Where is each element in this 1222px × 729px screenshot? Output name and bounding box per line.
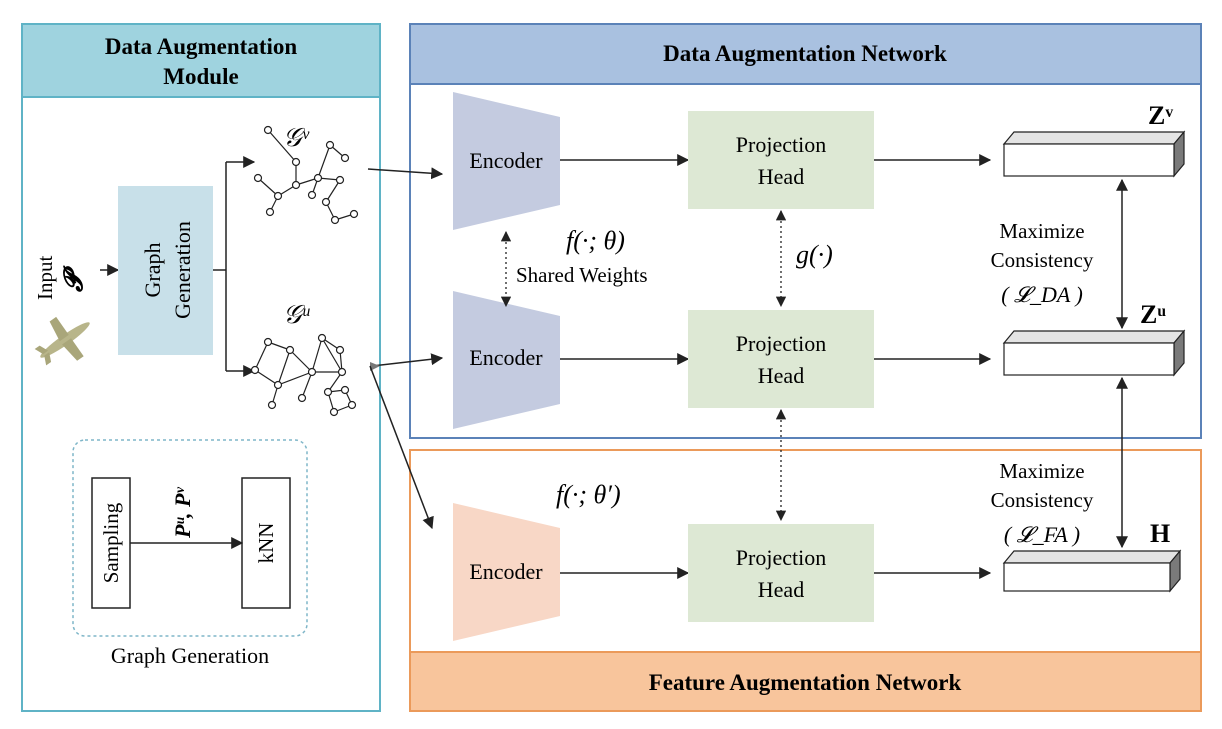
graph-generation-line2: Generation <box>170 221 195 319</box>
f-theta-prime-label: f(·; θ′) <box>556 480 621 509</box>
feature-bar-h <box>1002 549 1182 593</box>
proj-head-mid-line2: Head <box>758 363 804 388</box>
feature-bar-zu <box>1002 329 1186 377</box>
graph-u-start-marker <box>370 362 380 371</box>
subbox-caption: Graph Generation <box>111 643 269 668</box>
module-title-line2: Module <box>163 64 238 89</box>
graph-u-icon <box>250 333 357 417</box>
h-label: H <box>1150 519 1170 548</box>
p-label: Pᵘ, Pᵛ <box>170 487 195 539</box>
consistency-da-label: Consistency <box>991 248 1094 272</box>
encoder-mid-label: Encoder <box>469 345 543 370</box>
graph-v-to-encoder-arrow <box>367 167 444 180</box>
g-label: g(·) <box>796 240 833 269</box>
graph-u-label: 𝒢ᵘ <box>283 300 311 329</box>
graph-u-to-fa-encoder-arrow <box>369 365 434 530</box>
fa-network-title: Feature Augmentation Network <box>649 670 962 695</box>
proj-head-top-line1: Projection <box>736 132 826 157</box>
module-border <box>21 23 381 712</box>
airplane-icon <box>34 316 90 366</box>
loss-da-label: ( 𝓛_DA ) <box>1001 282 1083 307</box>
knn-label: kNN <box>254 523 278 564</box>
graph-u-to-encoder-arrow <box>371 353 444 367</box>
da-network-title-bar <box>409 23 1202 85</box>
zu-label: Zᵘ <box>1140 300 1166 329</box>
graph-generation-box <box>118 186 213 355</box>
proj-head-mid <box>688 310 874 408</box>
graph-generation-subbox <box>72 439 308 637</box>
encoder-top-shape <box>453 92 560 230</box>
loss-fa-label: ( 𝓛_FA ) <box>1004 522 1080 547</box>
proj-head-top-line2: Head <box>758 164 804 189</box>
proj-head-fa-line1: Projection <box>736 545 826 570</box>
encoder-fa-label: Encoder <box>469 559 543 584</box>
proj-head-mid-line1: Projection <box>736 331 826 356</box>
encoder-top-label: Encoder <box>469 148 543 173</box>
zv-label: Zᵛ <box>1148 101 1173 130</box>
data-augmentation-module: Data Augmentation Module Input 𝓟 Graph G… <box>21 23 381 712</box>
graph-v-icon <box>253 125 359 225</box>
graph-generation-line1: Graph <box>140 243 165 298</box>
module-title-bar <box>21 23 381 98</box>
consistency-fa-label: Consistency <box>991 488 1094 512</box>
f-theta-label: f(·; θ) <box>566 226 625 255</box>
feature-bar-zv <box>1002 130 1186 178</box>
encoder-mid-shape <box>453 291 560 429</box>
sampling-label: Sampling <box>99 502 123 583</box>
input-label: Input <box>33 256 57 300</box>
da-network-title: Data Augmentation Network <box>663 41 947 66</box>
proj-head-fa <box>688 524 874 622</box>
maximize-fa-label: Maximize <box>999 459 1084 483</box>
fa-network-title-bar <box>409 651 1202 712</box>
module-title-line1: Data Augmentation <box>105 34 298 59</box>
encoder-fa-shape <box>453 503 560 641</box>
maximize-da-label: Maximize <box>999 219 1084 243</box>
proj-head-fa-line2: Head <box>758 577 804 602</box>
proj-head-top <box>688 111 874 209</box>
shared-weights-label: Shared Weights <box>516 263 648 287</box>
graph-v-label: 𝒢ᵛ <box>283 123 310 152</box>
